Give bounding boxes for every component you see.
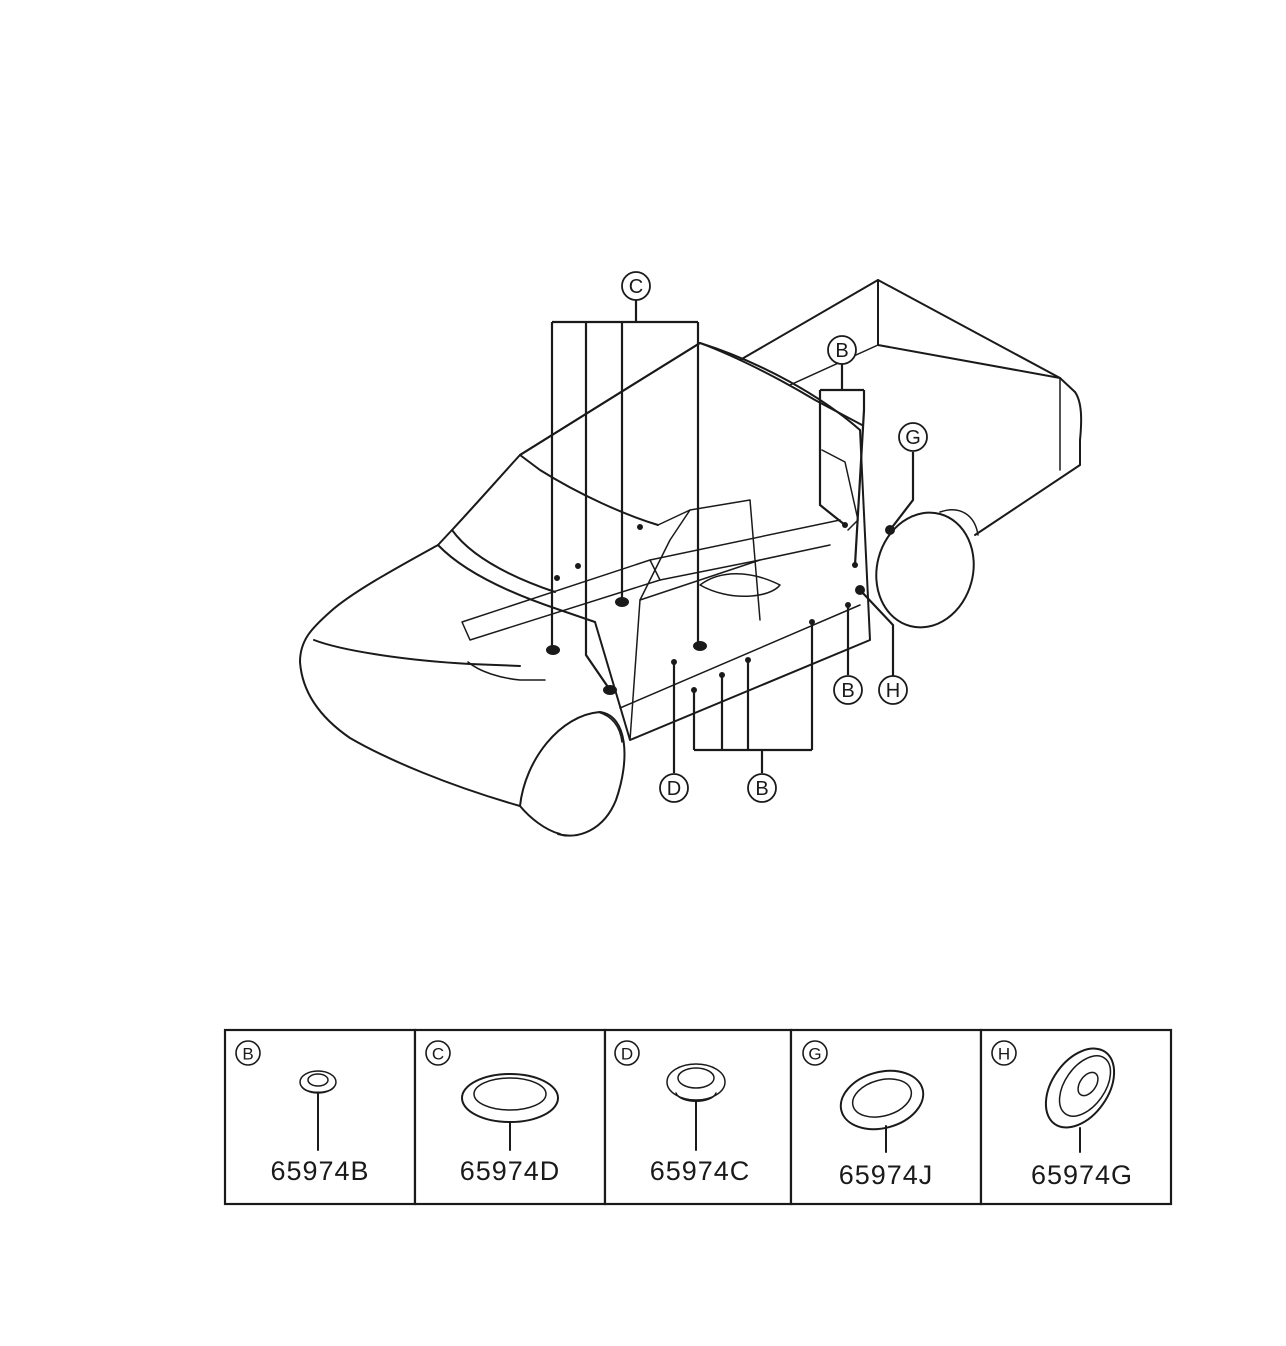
disc-grommet-icon (1044, 1047, 1116, 1153)
callout-b-right: B (833, 675, 863, 705)
legend-cell-c: C 65974D (413, 1028, 607, 1206)
legend-cell-d: D 65974C (603, 1028, 793, 1206)
svg-text:D: D (667, 778, 681, 800)
svg-text:H: H (998, 1045, 1010, 1064)
part-number-65974c: 65974C (650, 1156, 751, 1186)
parts-legend: B 65974B C 65974D (223, 1028, 1173, 1206)
svg-text:B: B (242, 1045, 253, 1064)
callout-h: H (878, 675, 908, 705)
svg-text:G: G (905, 427, 921, 449)
oval-ring-icon (461, 1073, 559, 1151)
callout-b-bottom: B (747, 773, 777, 803)
part-number-65974g: 65974G (1031, 1160, 1133, 1190)
svg-text:G: G (808, 1045, 821, 1064)
part-number-65974b: 65974B (270, 1156, 369, 1186)
legend-key-b: B (235, 1040, 261, 1066)
legend-cell-g: G 65974J (789, 1028, 983, 1206)
attachment-points (546, 522, 895, 695)
part-number-65974j: 65974J (839, 1160, 934, 1190)
small-plug-icon (299, 1070, 337, 1151)
part-number-65974d: 65974D (460, 1156, 561, 1186)
svg-text:C: C (629, 276, 643, 298)
legend-cell-b: B 65974B (223, 1028, 417, 1206)
domed-plug-icon (666, 1063, 726, 1151)
svg-text:H: H (886, 680, 900, 702)
svg-text:B: B (755, 778, 768, 800)
callout-b-top: B (827, 335, 857, 365)
callout-c-top: C (621, 271, 651, 301)
legend-key-h: H (991, 1040, 1017, 1066)
truck-drawing (299, 279, 1083, 837)
callout-d: D (659, 773, 689, 803)
legend-key-d: D (614, 1040, 640, 1066)
svg-text:B: B (835, 340, 848, 362)
svg-text:B: B (841, 680, 854, 702)
legend-key-g: G (802, 1040, 828, 1066)
callout-g: G (898, 422, 928, 452)
legend-key-c: C (425, 1040, 451, 1066)
svg-text:C: C (432, 1045, 444, 1064)
svg-text:D: D (621, 1045, 633, 1064)
leader-lines (550, 300, 915, 773)
legend-cell-h: H 65974G (979, 1028, 1173, 1206)
flat-ring-icon (839, 1069, 925, 1153)
